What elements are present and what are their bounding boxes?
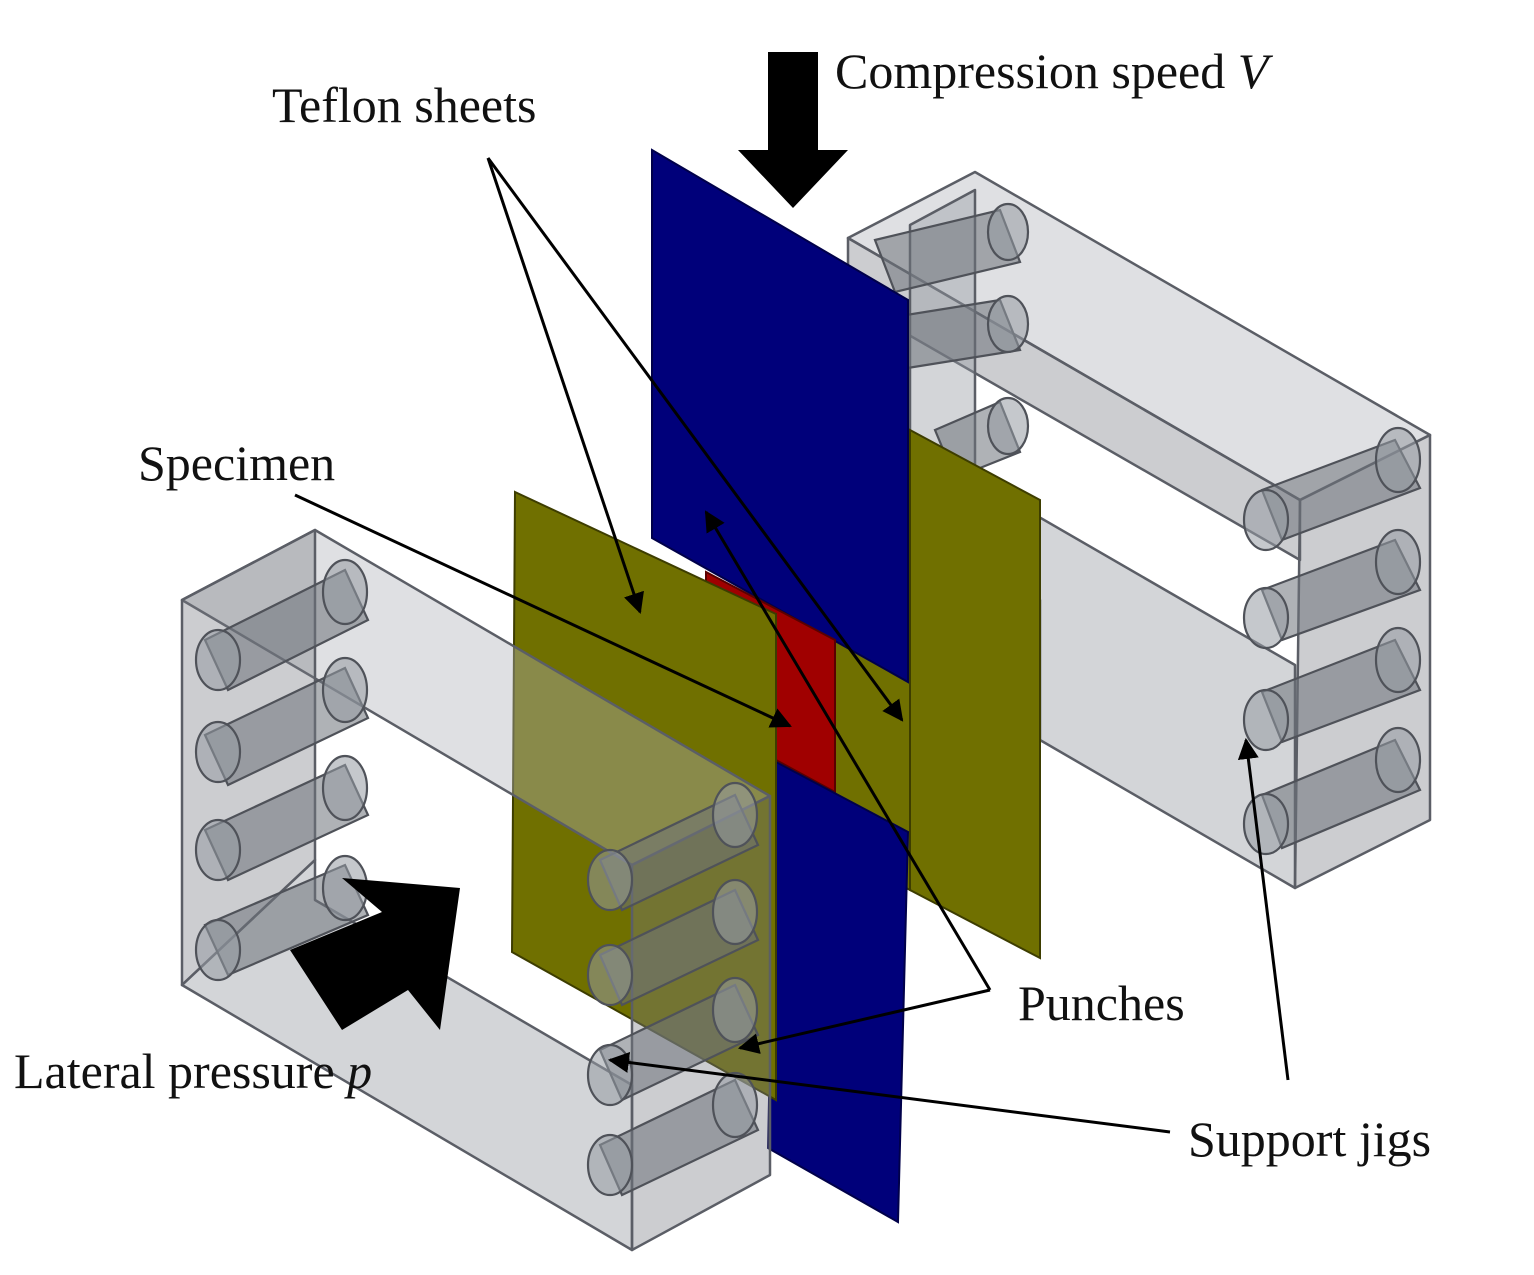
label-punches: Punches	[1018, 975, 1185, 1031]
lateral-pressure-arrow-icon	[290, 878, 460, 1030]
leader-specimen	[294, 493, 792, 728]
leader-teflon-2	[486, 157, 904, 722]
leader-teflon-1	[486, 157, 644, 614]
punch-upper	[651, 148, 909, 684]
leader-lines	[294, 157, 1290, 1134]
label-lateral-pressure: Lateral pressure p	[14, 1043, 372, 1099]
compression-arrow-icon	[738, 52, 848, 208]
support-jig-left	[180, 528, 772, 1252]
leader-punch-lower	[737, 988, 991, 1054]
label-support-jigs: Support jigs	[1188, 1111, 1431, 1167]
leader-support-right	[1237, 737, 1290, 1081]
support-jig-right	[846, 170, 1432, 890]
leader-support-left	[607, 1051, 1171, 1134]
leader-punch-upper	[704, 510, 992, 991]
jig-right-front-pins	[1242, 426, 1422, 856]
jig-left-lower-arm	[180, 858, 634, 1252]
teflon-sheet-back	[909, 428, 1041, 960]
label-specimen: Specimen	[138, 435, 335, 491]
label-compression-speed: Compression speed V	[835, 43, 1274, 99]
label-teflon-sheets: Teflon sheets	[272, 77, 536, 133]
punch-lower	[766, 760, 910, 1224]
